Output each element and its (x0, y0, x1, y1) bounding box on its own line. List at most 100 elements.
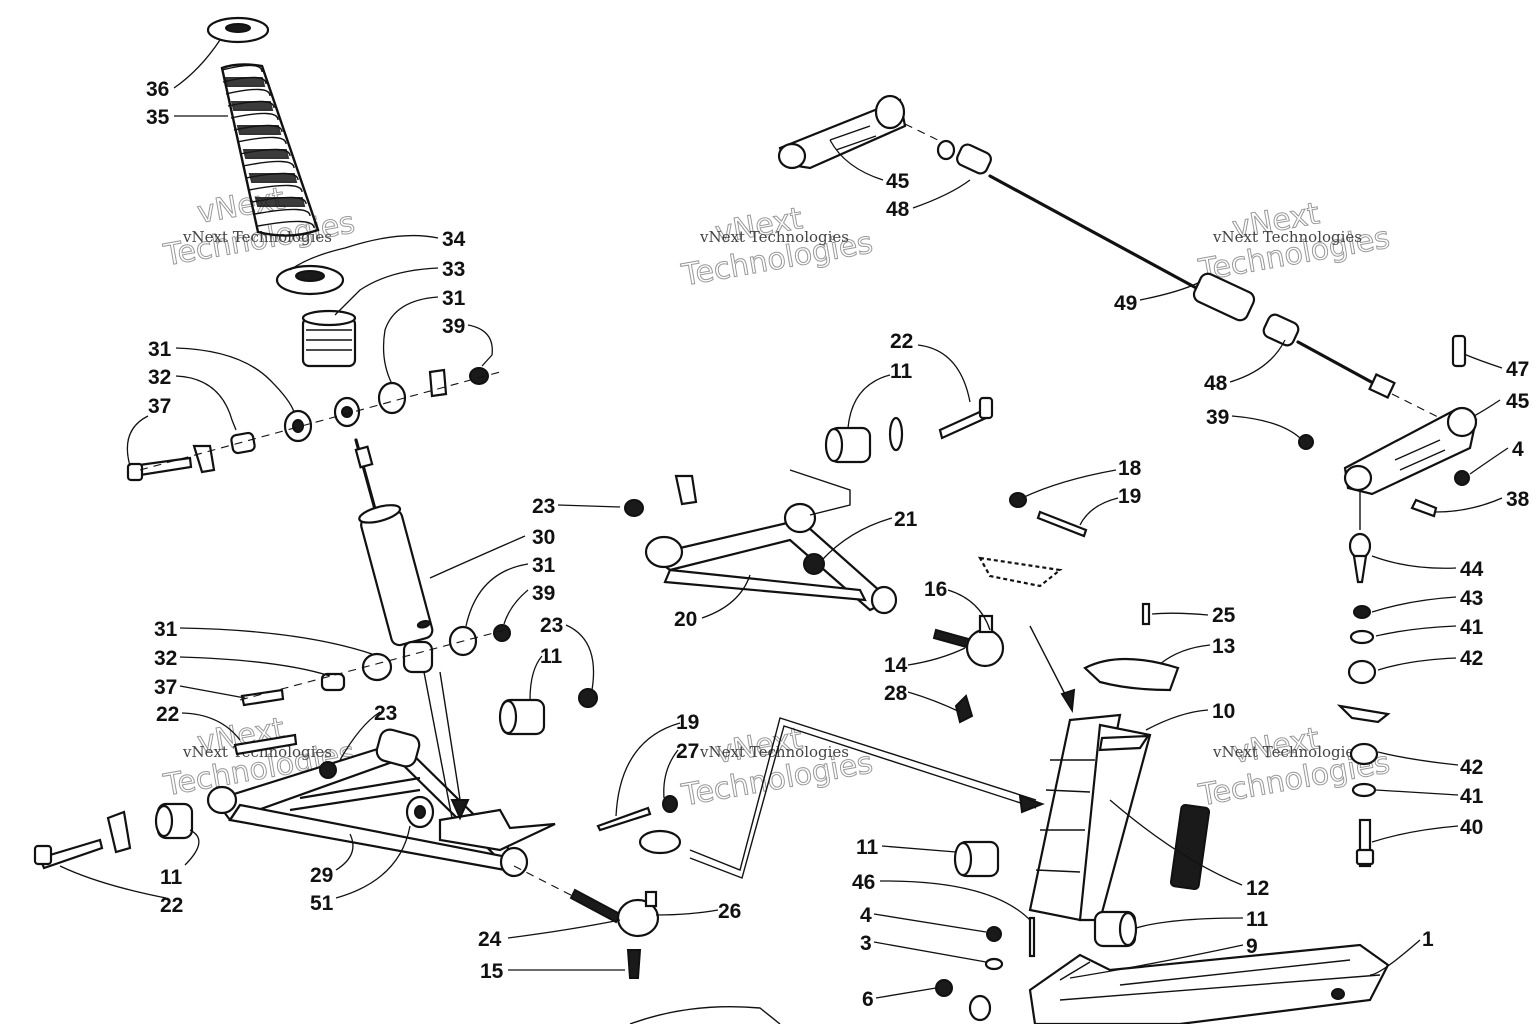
callout-4: 4 (860, 904, 872, 927)
ball-stud-part (1348, 532, 1372, 560)
callout-38: 38 (1506, 488, 1530, 511)
callout-6: 6 (862, 988, 874, 1011)
washer-part (106, 810, 132, 854)
bolt-head (1355, 848, 1375, 866)
callout-32: 32 (148, 366, 171, 389)
nut-part (1298, 434, 1314, 450)
callout-11: 11 (160, 866, 183, 889)
washer-part (968, 994, 992, 1022)
nut-part (469, 367, 489, 385)
callout-25: 25 (1212, 604, 1236, 627)
nut-part (986, 926, 1002, 942)
nut-part (493, 624, 511, 642)
screw-part (1141, 602, 1151, 626)
bushing-hole (292, 419, 304, 433)
bushing-part (377, 381, 407, 415)
bolt-part (233, 733, 298, 756)
coil-spring-part (220, 63, 320, 237)
callout-31: 31 (532, 554, 556, 577)
washer-part (888, 416, 904, 452)
bushing-part (1349, 742, 1379, 766)
callout-44: 44 (1460, 558, 1484, 581)
callout-32: 32 (154, 647, 177, 670)
watermark-text: vNext Technologies (699, 228, 849, 246)
washer-part (674, 474, 698, 506)
cotter-pin-part (1036, 510, 1088, 538)
callout-26: 26 (718, 900, 741, 923)
callout-1: 1 (1422, 928, 1434, 951)
callout-40: 40 (1460, 816, 1483, 839)
callout-9: 9 (1246, 935, 1258, 958)
callout-39: 39 (532, 582, 555, 605)
tie-rod-end-part (936, 139, 956, 161)
watermark-text: vNext Technologies (182, 228, 332, 246)
callout-35: 35 (146, 106, 170, 129)
upper-a-arm-pivot (783, 502, 817, 534)
callout-13: 13 (1212, 635, 1235, 658)
steering-arm-eye (1343, 464, 1373, 492)
upper-a-arm-pivot (644, 535, 684, 569)
nut-part (319, 761, 337, 779)
callout-41: 41 (1460, 616, 1484, 639)
washer-part (1351, 782, 1377, 798)
wear-strip-part (1169, 803, 1211, 891)
bolt-part (1410, 498, 1438, 518)
tie-rod-end-part (956, 143, 992, 175)
callout-37: 37 (154, 676, 177, 699)
lower-a-arm-pivot (375, 728, 421, 768)
shock-mount-bracket (438, 808, 556, 852)
ski-part (1028, 943, 1390, 1024)
shock-guide-line (439, 671, 463, 813)
tie-rod-assembly (777, 94, 1478, 868)
callout-11: 11 (856, 836, 879, 859)
shock-rod-seal (354, 445, 374, 469)
callout-22: 22 (156, 703, 179, 726)
arrow-head (450, 799, 470, 821)
callout-39: 39 (1206, 406, 1229, 429)
bracket-tab-part (1098, 734, 1151, 752)
arrow-head (1060, 688, 1076, 714)
tie-rod-end-part (1262, 313, 1300, 347)
stabilizer-bar-part (689, 717, 1037, 871)
tie-rod-sleeve-part (1192, 272, 1256, 322)
castle-nut-part (662, 795, 678, 813)
steering-arm-detail (1394, 439, 1446, 471)
shim-part (1336, 704, 1391, 724)
nut-part (1353, 605, 1371, 619)
bushing-face (154, 804, 174, 838)
callout-21: 21 (894, 508, 918, 531)
callout-31: 31 (154, 618, 178, 641)
callout-49: 49 (1114, 292, 1137, 315)
callout-11: 11 (890, 360, 913, 383)
nut-part (578, 688, 598, 708)
callout-42: 42 (1460, 647, 1483, 670)
steering-arm-detail (829, 125, 877, 151)
callout-39: 39 (442, 315, 465, 338)
spindle-washer-part (638, 829, 682, 855)
threaded-stud-part (569, 888, 622, 924)
arrow-line (1029, 625, 1069, 701)
assembly-line (789, 469, 851, 516)
lower-a-arm-pivot (499, 846, 529, 878)
handle-bracket-part (1083, 657, 1180, 692)
callout-3: 3 (860, 932, 872, 955)
callout-43: 43 (1460, 587, 1483, 610)
steering-arm-eye (777, 142, 807, 170)
callout-23: 23 (532, 495, 555, 518)
ski-detail (1059, 959, 1381, 1001)
callout-16: 16 (924, 578, 947, 601)
callout-33: 33 (442, 258, 465, 281)
ski-hole (1331, 988, 1345, 1000)
ball-joint-stud (644, 890, 658, 908)
callout-34: 34 (442, 228, 466, 251)
callout-37: 37 (148, 395, 171, 418)
shock-eye-hole (341, 406, 353, 418)
nut-part (935, 979, 953, 997)
callout-labels: 36 35 34 33 31 39 31 32 37 23 30 31 39 2… (146, 78, 1530, 1011)
callout-47: 47 (1506, 358, 1529, 381)
assembly-line (139, 371, 501, 471)
arrow-head (1018, 794, 1045, 814)
spring-cap-hole (225, 23, 251, 33)
callout-22: 22 (160, 894, 183, 917)
bolt-head (978, 396, 994, 420)
